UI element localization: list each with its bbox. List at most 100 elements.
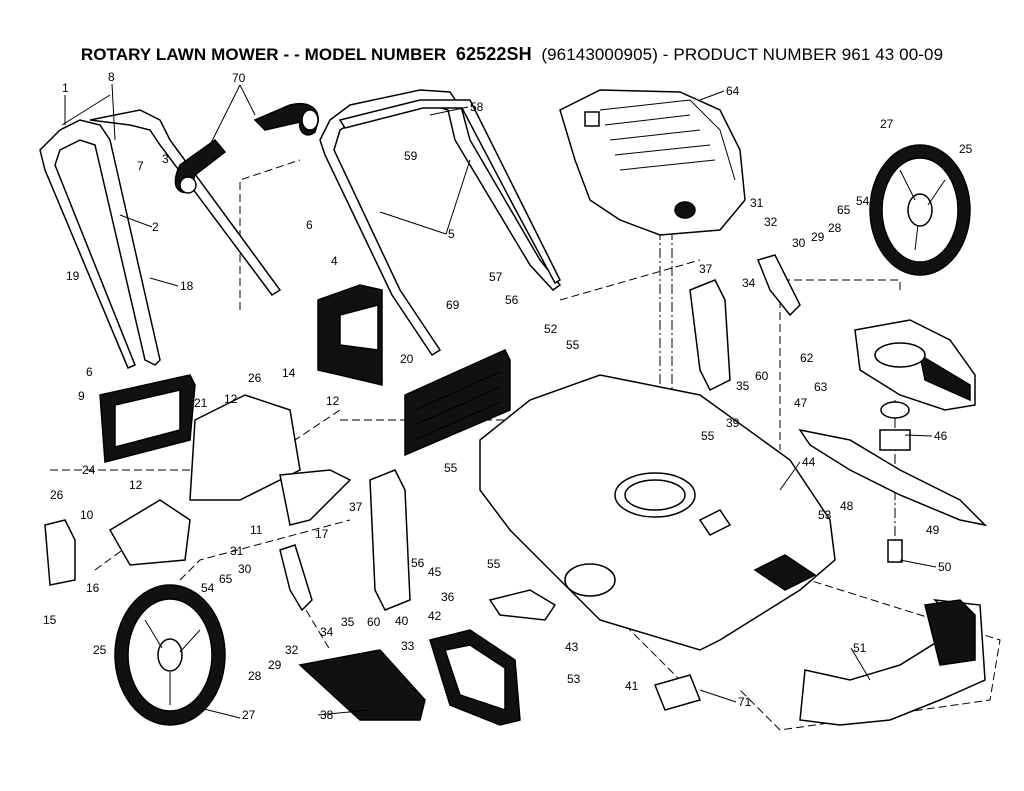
callout-39: 39	[726, 416, 740, 430]
title-product-number: (96143000905) - PRODUCT NUMBER 961 43 00…	[541, 45, 944, 64]
callout-30-right: 30	[792, 236, 806, 250]
callout-37-left: 37	[349, 500, 363, 514]
callout-55-left: 55	[444, 461, 458, 475]
callout-45: 45	[428, 565, 442, 579]
callout-12-mid: 12	[224, 392, 238, 406]
deflector-part-62	[854, 319, 976, 411]
callout-27-front: 27	[242, 708, 256, 722]
callout-26-top: 26	[248, 371, 262, 385]
callout-55-mid: 55	[701, 429, 715, 443]
callout-56-bottom: 56	[411, 556, 425, 570]
callout-14: 14	[282, 366, 296, 380]
callout-51: 51	[853, 641, 867, 655]
callout-37-right: 37	[699, 262, 713, 276]
callout-29-left: 29	[268, 658, 282, 672]
lower-handle	[39, 94, 282, 369]
callout-54-right: 54	[856, 194, 870, 208]
callout-29-right: 29	[811, 230, 825, 244]
callout-41: 41	[625, 679, 639, 693]
callout-69: 69	[446, 298, 460, 312]
callout-18: 18	[180, 279, 194, 293]
callout-3: 3	[162, 152, 169, 166]
callout-15: 15	[43, 613, 57, 627]
callout-65-left: 65	[219, 572, 233, 586]
callout-7: 7	[137, 159, 144, 173]
callout-60-right: 60	[755, 369, 769, 383]
callout-36: 36	[441, 590, 455, 604]
callout-2: 2	[152, 220, 159, 234]
callout-28-left: 28	[248, 669, 262, 683]
callout-53-left: 53	[567, 672, 581, 686]
callout-48: 48	[840, 499, 854, 513]
upper-handle	[319, 89, 562, 357]
callout-38: 38	[320, 708, 334, 722]
shields-part-33-38	[298, 629, 521, 726]
callout-44: 44	[802, 455, 816, 469]
callout-56-top: 56	[505, 293, 519, 307]
mower-deck-part-44	[479, 374, 836, 651]
callout-12-right: 12	[326, 394, 340, 408]
diagram-title: ROTARY LAWN MOWER - - MODEL NUMBER 62522…	[0, 44, 1024, 65]
callout-16: 16	[86, 581, 100, 595]
callout-34-left: 34	[320, 625, 334, 639]
callout-63: 63	[814, 380, 828, 394]
callout-5: 5	[448, 227, 455, 241]
callout-27-rear: 27	[880, 117, 894, 131]
callout-55-bottom: 55	[487, 557, 501, 571]
hose-part-70	[174, 103, 319, 194]
callout-11: 11	[250, 523, 263, 537]
callout-31-left: 31	[230, 544, 244, 558]
callout-labels: 1 8 70 58 64 27 25 7 3 59 5 2 6 31 32 65…	[43, 70, 973, 722]
callout-9: 9	[78, 389, 85, 403]
callout-28-right: 28	[828, 221, 842, 235]
callout-53-right: 53	[818, 508, 832, 522]
callout-17: 17	[315, 527, 329, 541]
callout-35-left: 35	[341, 615, 355, 629]
callout-33: 33	[401, 639, 415, 653]
callout-55-top: 55	[566, 338, 580, 352]
bag-parts	[99, 284, 511, 463]
callout-64: 64	[726, 84, 740, 98]
callout-54-left: 54	[201, 581, 215, 595]
height-adjusters	[44, 254, 801, 711]
callout-50: 50	[938, 560, 952, 574]
callout-10: 10	[80, 508, 94, 522]
callout-30-left: 30	[238, 562, 252, 576]
callout-60-left: 60	[367, 615, 381, 629]
leader-lines	[64, 83, 937, 719]
rear-skirt-part-51	[799, 599, 986, 726]
callout-25-front: 25	[93, 643, 107, 657]
callout-4: 4	[331, 254, 338, 268]
callout-21: 21	[194, 396, 208, 410]
callout-59: 59	[404, 149, 418, 163]
callout-25-rear: 25	[959, 142, 973, 156]
engine-part-64	[559, 89, 746, 236]
callout-58: 58	[470, 100, 484, 114]
callout-32-left: 32	[285, 643, 299, 657]
callout-1: 1	[62, 81, 69, 95]
callout-31-right: 31	[750, 196, 764, 210]
callout-32-right: 32	[764, 215, 778, 229]
callout-70: 70	[232, 71, 246, 85]
callout-12-left: 12	[129, 478, 143, 492]
callout-8: 8	[108, 70, 115, 84]
callout-49: 49	[926, 523, 940, 537]
callout-71: 71	[738, 695, 752, 709]
callout-52: 52	[544, 322, 558, 336]
callout-47: 47	[794, 396, 808, 410]
callout-34-right: 34	[742, 276, 756, 290]
callout-40: 40	[395, 614, 409, 628]
wheel-part-27-front	[114, 584, 226, 726]
callout-62: 62	[800, 351, 814, 365]
callout-24: 24	[82, 463, 96, 477]
callout-43: 43	[565, 640, 579, 654]
callout-42: 42	[428, 609, 442, 623]
blade-part-47	[798, 401, 988, 563]
wheel-part-27-rear	[869, 144, 971, 276]
callout-6-upper: 6	[306, 218, 313, 232]
callout-46: 46	[934, 429, 948, 443]
title-model-number: 62522SH	[455, 44, 532, 64]
callout-57: 57	[489, 270, 503, 284]
callout-35-right: 35	[736, 379, 750, 393]
